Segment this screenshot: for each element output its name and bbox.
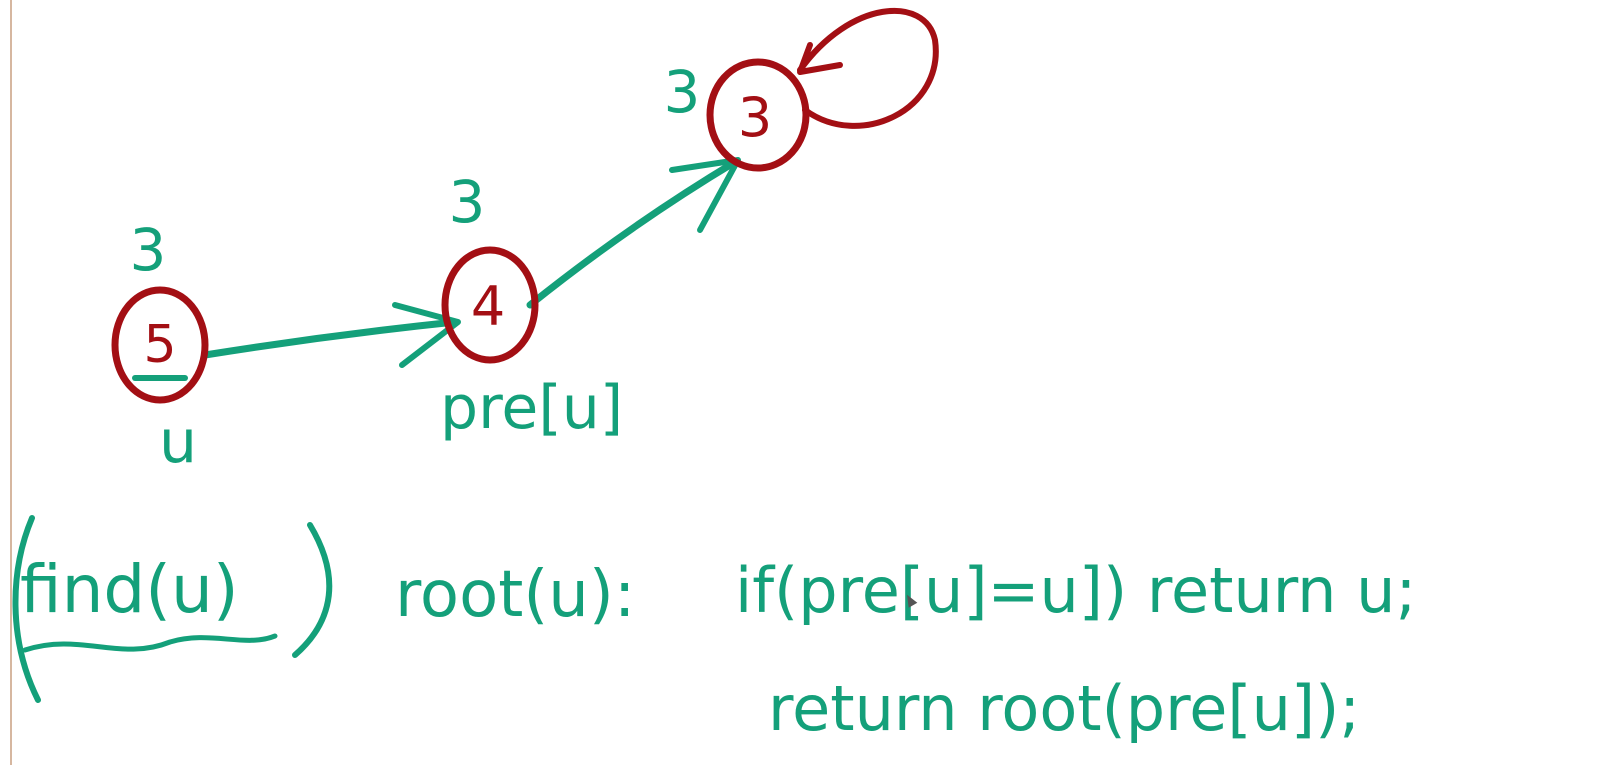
node-5-rank: 3	[130, 216, 167, 284]
edge-5-to-4-arrowhead	[392, 302, 461, 368]
canvas-left-border	[10, 0, 12, 765]
right-paren-outer	[292, 522, 333, 658]
node-4-tag: pre[u]	[440, 373, 623, 443]
self-loop-3-arrowhead	[797, 42, 843, 75]
func-name: find(u)	[20, 551, 239, 628]
edge-4-to-3	[526, 158, 739, 309]
edge-5-to-4	[201, 318, 459, 359]
node-5-tag: u	[159, 407, 197, 477]
code-line-2: return root(pre[u]);	[768, 672, 1360, 745]
node-4-label: 4	[471, 275, 505, 338]
code-signature: root(u):	[395, 558, 635, 632]
node-3-rank: 3	[664, 58, 701, 126]
code-line-1: if(pre[u]=u]) return u;	[735, 554, 1416, 627]
func-name-underline	[22, 633, 278, 653]
node-4-rank: 3	[449, 168, 486, 236]
node-5-label: 5	[143, 315, 176, 375]
self-loop-3	[797, 7, 939, 129]
node-3-label: 3	[738, 86, 772, 149]
node-4: 4	[441, 246, 539, 364]
node-5: 5	[111, 286, 209, 404]
left-paren-outer	[12, 515, 41, 703]
node-3: 3	[706, 58, 810, 172]
